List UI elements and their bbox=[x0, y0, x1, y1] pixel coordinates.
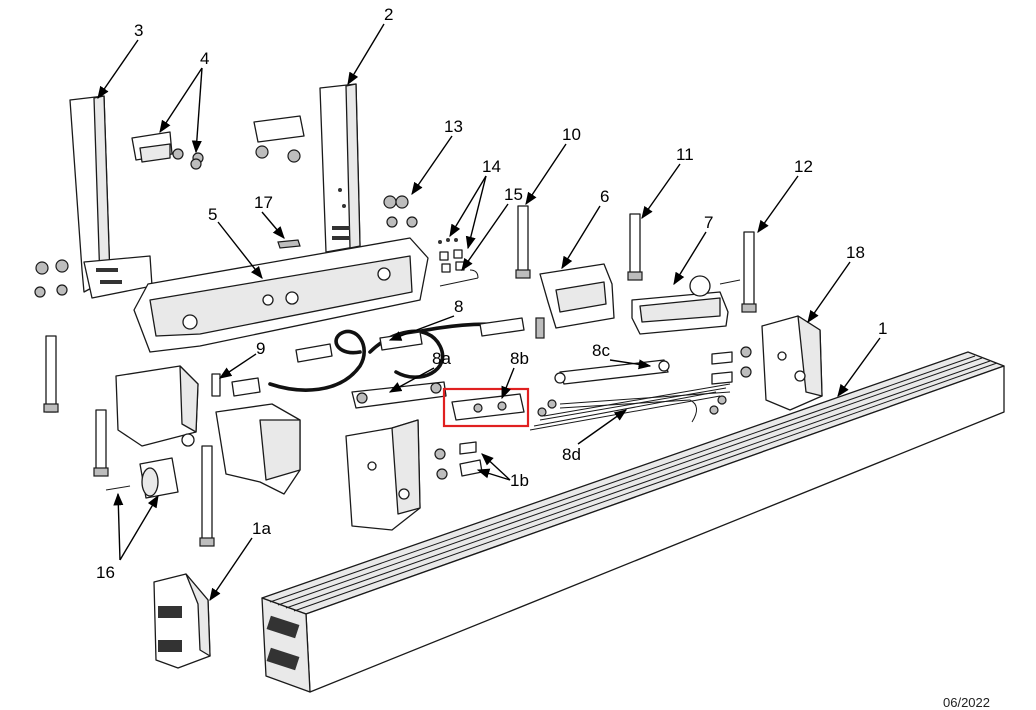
label-12: 12 bbox=[794, 157, 813, 176]
label-8b: 8b bbox=[510, 349, 529, 368]
part-12-bolt bbox=[741, 231, 757, 313]
part-8a-manifold-bracket bbox=[351, 381, 447, 409]
label-15: 15 bbox=[504, 185, 523, 204]
part-16-roller bbox=[105, 457, 179, 499]
part-1b-spacers bbox=[434, 346, 752, 480]
part-6-bracket bbox=[539, 263, 615, 329]
label-3: 3 bbox=[134, 21, 143, 40]
part-1-step-bar bbox=[261, 351, 1005, 693]
part-3-vertical-bracket bbox=[69, 95, 153, 299]
label-8: 8 bbox=[454, 297, 463, 316]
part-8b-valve-block bbox=[451, 393, 525, 421]
center-mount-plate bbox=[345, 419, 421, 531]
label-7: 7 bbox=[704, 213, 713, 232]
part-10-bolt bbox=[515, 205, 545, 339]
label-11: 11 bbox=[676, 145, 694, 164]
label-8c: 8c bbox=[592, 341, 610, 360]
label-1a: 1a bbox=[252, 519, 271, 538]
label-5: 5 bbox=[208, 205, 217, 224]
label-13: 13 bbox=[444, 117, 463, 136]
part-8d-hydraulic-lines bbox=[529, 383, 731, 431]
callout-labels: 1 1a 1b 2 3 4 5 6 7 8 8a 8b 8c 8d 9 10 1… bbox=[96, 5, 887, 582]
label-18: 18 bbox=[846, 243, 865, 262]
part-18-right-bracket bbox=[761, 315, 823, 411]
left-mount-bracket bbox=[115, 365, 301, 495]
label-8d: 8d bbox=[562, 445, 581, 464]
label-9: 9 bbox=[256, 339, 265, 358]
left-vertical-bolts bbox=[43, 335, 215, 547]
label-8a: 8a bbox=[432, 349, 451, 368]
part-11-bolt bbox=[627, 213, 643, 281]
part-8c-cylinder bbox=[554, 359, 670, 385]
part-8b-highlight-box bbox=[442, 387, 530, 428]
label-14: 14 bbox=[482, 157, 501, 176]
label-2: 2 bbox=[384, 5, 393, 24]
part-13-nuts bbox=[34, 195, 418, 298]
label-4: 4 bbox=[200, 49, 209, 68]
part-5-main-frame bbox=[133, 237, 429, 353]
part-1a-end-cap bbox=[153, 573, 211, 669]
footer-date-code: 06/2022 bbox=[943, 695, 990, 710]
part-7-bracket bbox=[631, 275, 741, 335]
part-14-clips bbox=[438, 238, 465, 273]
label-16: 16 bbox=[96, 563, 115, 582]
label-1b: 1b bbox=[510, 471, 529, 490]
leader-arrows bbox=[97, 23, 881, 602]
label-1: 1 bbox=[878, 319, 887, 338]
label-17: 17 bbox=[254, 193, 273, 212]
part-2-vertical-bracket bbox=[319, 83, 361, 253]
part-9-spacer bbox=[211, 373, 221, 397]
label-10: 10 bbox=[562, 125, 581, 144]
label-6: 6 bbox=[600, 187, 609, 206]
part-4-small-bracket bbox=[131, 115, 305, 170]
part-17-washer bbox=[277, 239, 301, 249]
